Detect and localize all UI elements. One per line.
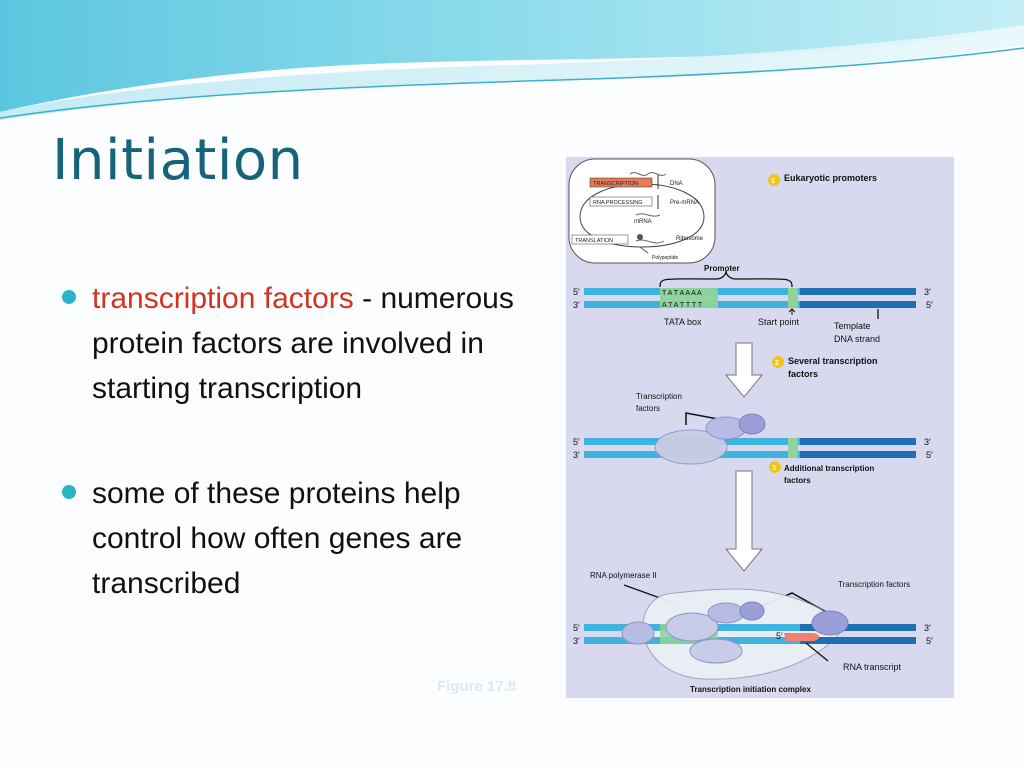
start-point-label: Start point bbox=[758, 317, 800, 327]
inset-mrna-label: mRNA bbox=[634, 219, 652, 225]
tata-bottom-sequence: A T A T T T T bbox=[662, 302, 703, 309]
bullet-highlight: transcription factors bbox=[92, 282, 354, 315]
step-3-label-line-2: factors bbox=[784, 476, 811, 485]
template-label-line-2: DNA strand bbox=[834, 334, 880, 344]
dna-row-3 bbox=[584, 588, 916, 680]
inset-polypeptide-label: Polypeptide bbox=[652, 255, 678, 261]
bullet-text: some of these proteins help control how … bbox=[92, 477, 463, 600]
figure-caption: Figure 17.8 bbox=[437, 678, 517, 695]
step-3-number: 3 bbox=[772, 465, 776, 472]
rna-transcript-label: RNA transcript bbox=[843, 662, 902, 672]
strand-end-5-prime: 5′ bbox=[573, 437, 580, 447]
inset-dna-label: DNA bbox=[670, 181, 683, 187]
header-wave-decoration bbox=[0, 0, 1024, 120]
step-1-badge bbox=[768, 174, 780, 186]
step-1-label: Eukaryotic promoters bbox=[784, 173, 877, 183]
tata-top-sequence: T A T A A A A bbox=[662, 290, 702, 297]
step-2-badge bbox=[772, 356, 784, 368]
inset-pre-mrna-label: Pre-mRNA bbox=[670, 200, 699, 206]
promoter-bracket bbox=[659, 270, 793, 288]
step-2-label-line-1: Several transcription bbox=[788, 356, 878, 366]
dna-row-2 bbox=[584, 413, 916, 465]
bullet-dot-icon bbox=[62, 290, 76, 304]
down-arrow-icon bbox=[724, 342, 764, 398]
bullet-item: some of these proteins help control how … bbox=[62, 471, 522, 606]
strand-end-3-prime: 3′ bbox=[573, 450, 580, 460]
rna-polymerase-label: RNA polymerase II bbox=[590, 571, 657, 580]
strand-end-3-prime: 3′ bbox=[924, 437, 931, 447]
tata-box-label: TATA box bbox=[664, 317, 702, 327]
step-2-label-line-2: factors bbox=[788, 369, 818, 379]
bullet-text: - numerous protein factors are involved … bbox=[92, 282, 514, 405]
transcript-5-prime: 5′ bbox=[776, 631, 783, 641]
step-3-label-line-1: Additional transcription bbox=[784, 464, 874, 473]
down-arrow-icon bbox=[724, 470, 764, 572]
tf-label-line-1: Transcription bbox=[636, 392, 682, 401]
strand-end-3-prime: 3′ bbox=[924, 623, 931, 633]
strand-end-5-prime: 5′ bbox=[926, 636, 933, 646]
strand-end-3-prime: 3′ bbox=[573, 636, 580, 646]
step-1-number: 1 bbox=[771, 178, 775, 185]
inset-ribosome-label: Ribosome bbox=[676, 236, 704, 242]
strand-end-5-prime: 5′ bbox=[573, 623, 580, 633]
bullet-dot-icon bbox=[62, 485, 76, 499]
promoter-label: Promoter bbox=[704, 264, 740, 273]
transcription-initiation-figure: TRANSCRIPTION DNA RNA PROCESSING Pre-mRN… bbox=[566, 157, 954, 698]
strand-end-5-prime: 5′ bbox=[926, 450, 933, 460]
overview-inset: TRANSCRIPTION DNA RNA PROCESSING Pre-mRN… bbox=[568, 158, 716, 264]
bullet-item: transcription factors - numerous protein… bbox=[62, 276, 522, 411]
bullet-list: transcription factors - numerous protein… bbox=[62, 276, 522, 606]
dna-row-1 bbox=[584, 288, 916, 308]
step-3-badge bbox=[769, 461, 781, 473]
step-2-number: 2 bbox=[775, 360, 779, 367]
inset-rna-processing-label: RNA PROCESSING bbox=[593, 200, 643, 206]
initiation-complex-label: Transcription initiation complex bbox=[690, 685, 811, 694]
template-label-line-1: Template bbox=[834, 321, 871, 331]
tf-label-line-2: factors bbox=[636, 404, 660, 413]
slide-title: Initiation bbox=[52, 128, 304, 193]
strand-end-3-prime: 3′ bbox=[924, 287, 931, 297]
strand-end-5-prime: 5′ bbox=[926, 300, 933, 310]
strand-end-3-prime: 3′ bbox=[573, 300, 580, 310]
inset-translation-label: TRANSLATION bbox=[575, 238, 613, 244]
tf-right-label: Transcription factors bbox=[838, 580, 910, 589]
inset-transcription-label: TRANSCRIPTION bbox=[593, 181, 638, 187]
strand-end-5-prime: 5′ bbox=[573, 287, 580, 297]
